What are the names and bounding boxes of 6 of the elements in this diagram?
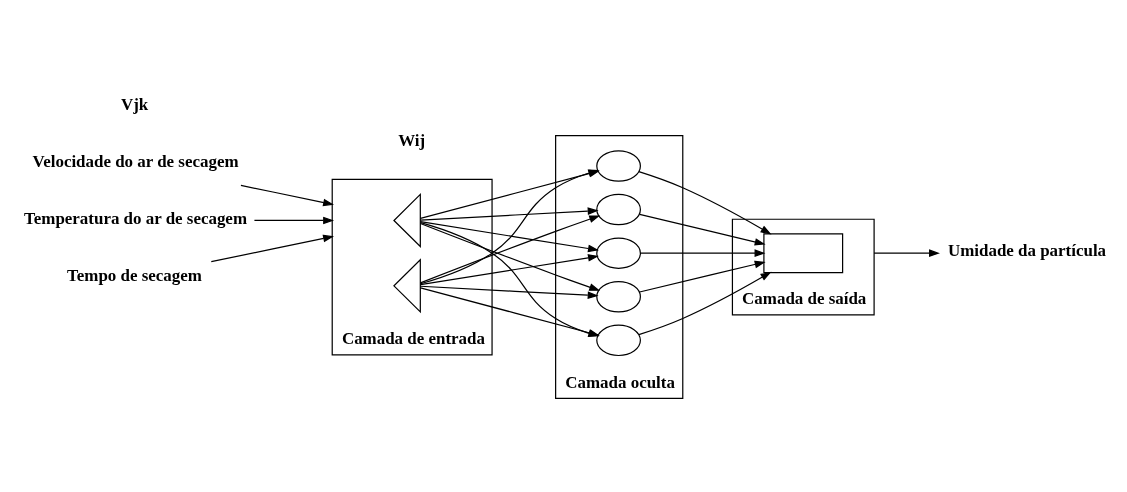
label: Vjk bbox=[120, 94, 149, 114]
label: Wij bbox=[398, 130, 426, 150]
node-text: Velocidade do ar de secagem bbox=[32, 151, 239, 171]
node-text: Umidade da partícula bbox=[947, 240, 1107, 260]
node-text: Tempo de secagem bbox=[67, 265, 202, 285]
node-text: Temperatura do ar de secagem bbox=[24, 208, 248, 228]
